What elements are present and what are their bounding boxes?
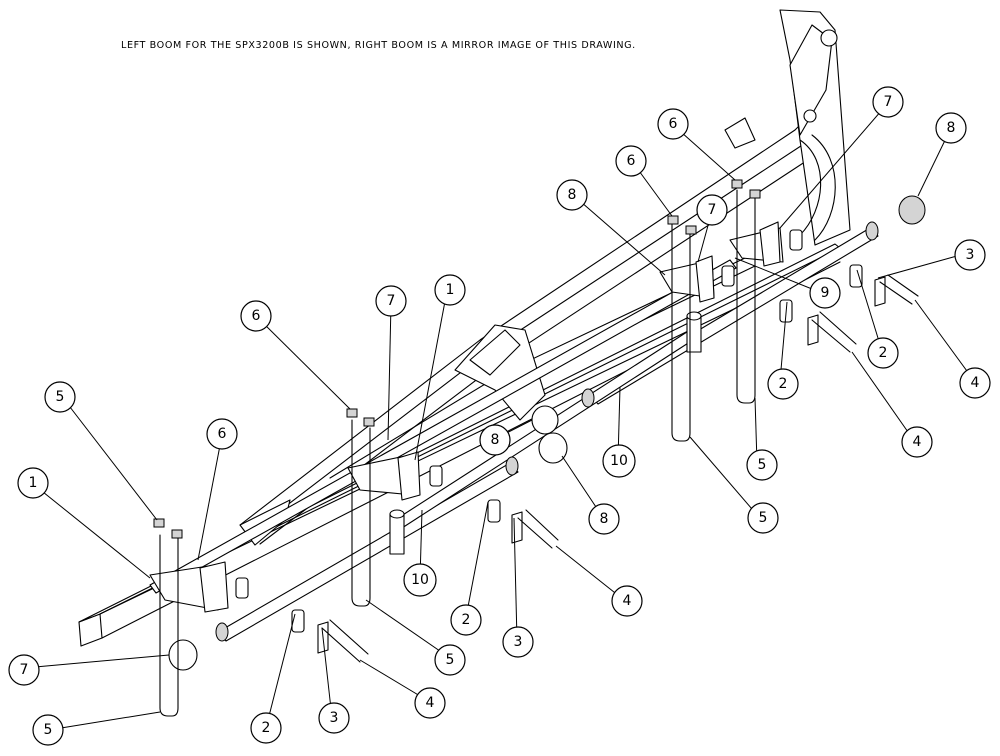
- svg-text:6: 6: [669, 116, 678, 132]
- leader-lines: [23, 102, 976, 729]
- callout-6c: 6: [615, 145, 647, 177]
- tube-end-rings: [215, 221, 879, 642]
- callout-4b: 4: [611, 585, 643, 617]
- callout-5a: 5: [32, 714, 64, 746]
- svg-text:10: 10: [411, 572, 429, 588]
- callout-4c: 4: [901, 426, 933, 458]
- callout-3b: 3: [502, 626, 534, 658]
- svg-text:6: 6: [252, 308, 261, 324]
- callout-6a: 5: [44, 381, 76, 413]
- callout-5b: 5: [434, 644, 466, 676]
- callout-5d: 5: [746, 449, 778, 481]
- callout-8d: 8: [935, 112, 967, 144]
- callout-6b: 6: [240, 300, 272, 332]
- callout-8b: 8: [479, 424, 511, 456]
- svg-text:2: 2: [262, 720, 271, 736]
- callout-7a: 6: [206, 418, 238, 450]
- svg-text:5: 5: [758, 457, 767, 473]
- cross-tubes: [149, 227, 879, 642]
- callout-7d: 7: [872, 86, 904, 118]
- svg-text:2: 2: [779, 376, 788, 392]
- svg-text:2: 2: [462, 612, 471, 628]
- svg-text:3: 3: [330, 710, 339, 726]
- callout-9a: 8: [556, 179, 588, 211]
- callout-7b: 7: [375, 285, 407, 317]
- svg-text:4: 4: [913, 434, 922, 450]
- callout-10b: 10: [602, 444, 636, 478]
- callout-2b: 2: [450, 604, 482, 636]
- drawing-note: LEFT BOOM FOR THE SPX3200B IS SHOWN, RIG…: [121, 40, 636, 51]
- svg-text:2: 2: [879, 345, 888, 361]
- svg-text:5: 5: [759, 510, 768, 526]
- callout-7c: 7: [696, 194, 728, 226]
- boom-frame: [78, 9, 851, 647]
- svg-text:7: 7: [708, 202, 717, 218]
- svg-text:5: 5: [44, 722, 53, 738]
- svg-text:7: 7: [387, 293, 396, 309]
- svg-text:1: 1: [29, 475, 38, 491]
- svg-text:10: 10: [610, 453, 628, 469]
- svg-text:3: 3: [514, 634, 523, 650]
- svg-text:4: 4: [971, 375, 980, 391]
- svg-text:8: 8: [491, 432, 500, 448]
- callout-6d: 6: [657, 108, 689, 140]
- svg-text:7: 7: [884, 94, 893, 110]
- svg-text:8: 8: [947, 120, 956, 136]
- u-bolts: [159, 189, 756, 717]
- callout-1a: 1: [17, 467, 49, 499]
- callout-9b: 9: [809, 277, 841, 309]
- callout-4d: 4: [959, 367, 991, 399]
- callout-2c: 2: [767, 368, 799, 400]
- callout-1b: 1: [434, 274, 466, 306]
- callout-10a: 10: [403, 563, 437, 597]
- svg-text:5: 5: [446, 652, 455, 668]
- svg-text:8: 8: [600, 511, 609, 527]
- svg-text:5: 5: [56, 389, 65, 405]
- callout-5c: 5: [747, 502, 779, 534]
- mounting-plates: [149, 221, 784, 613]
- callout-2a: 2: [250, 712, 282, 744]
- svg-text:9: 9: [821, 285, 830, 301]
- svg-text:7: 7: [20, 662, 29, 678]
- nuts: [153, 179, 761, 539]
- bolts: [321, 274, 919, 663]
- svg-text:3: 3: [966, 247, 975, 263]
- svg-text:8: 8: [568, 187, 577, 203]
- svg-text:6: 6: [218, 426, 227, 442]
- callout-8c: 8: [588, 503, 620, 535]
- callout-4a: 4: [414, 687, 446, 719]
- callout-2d: 2: [867, 337, 899, 369]
- end-caps: [168, 195, 926, 671]
- svg-text:6: 6: [627, 153, 636, 169]
- callout-3a: 3: [318, 702, 350, 734]
- svg-text:4: 4: [623, 593, 632, 609]
- callout-8a: 7: [8, 654, 40, 686]
- svg-text:1: 1: [446, 282, 455, 298]
- svg-text:4: 4: [426, 695, 435, 711]
- callout-3c: 3: [954, 239, 986, 271]
